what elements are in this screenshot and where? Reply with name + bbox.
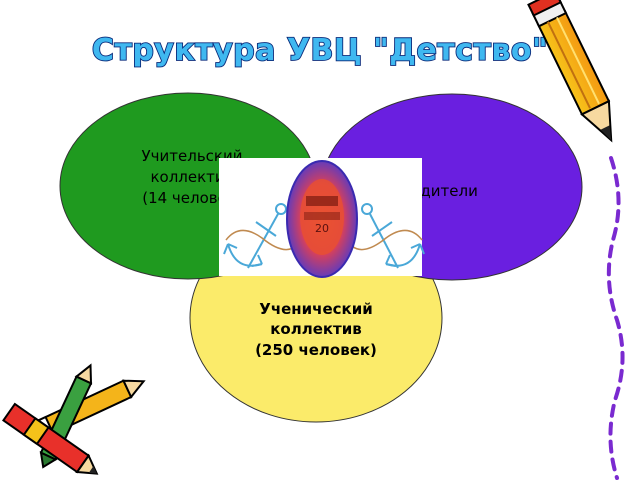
page-title: Структура УВЦ "Детство" — [92, 33, 548, 68]
anchor-icon — [223, 203, 297, 269]
teachers-label-line3: (14 человек) — [142, 189, 242, 207]
students-label-line1: Ученический — [259, 300, 372, 318]
pencil-icon — [527, 0, 613, 143]
crayons-icon — [2, 363, 146, 475]
students-label-line2: коллектив — [270, 320, 362, 338]
emblem-digits: 20 — [315, 222, 329, 235]
anchor-emblem: 20 — [219, 158, 425, 278]
teachers-label-line2: коллектив — [150, 168, 233, 186]
teachers-label-line1: Учительский — [142, 147, 243, 165]
anchor-icon — [351, 203, 425, 269]
students-label-line3: (250 человек) — [255, 341, 377, 359]
decorative-divider — [606, 156, 625, 480]
